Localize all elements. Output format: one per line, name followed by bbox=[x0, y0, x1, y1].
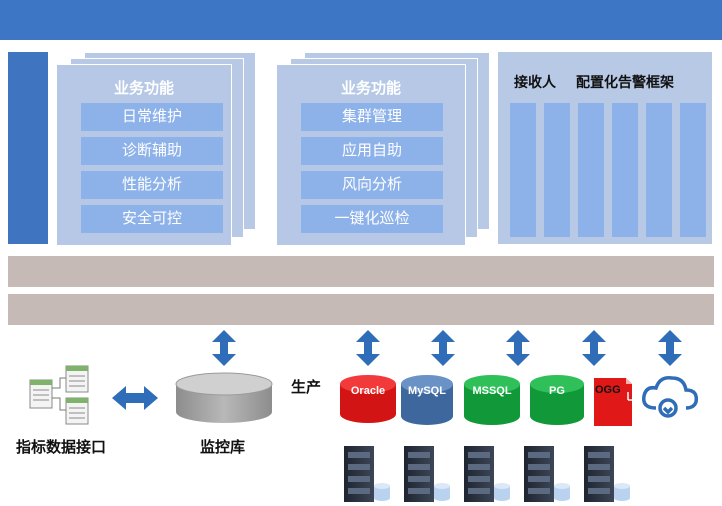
ogg-label: OGG bbox=[595, 384, 621, 396]
vertical-arrows bbox=[212, 330, 682, 366]
arrow-oracle bbox=[356, 330, 380, 366]
monitoring-db-label: 监控库 bbox=[200, 439, 246, 456]
pg-database-icon bbox=[530, 375, 584, 425]
left-side-bar bbox=[8, 52, 48, 244]
middle-layer-band-2 bbox=[8, 294, 714, 325]
pg-label: PG bbox=[549, 385, 565, 397]
alert-framework-title: 配置化告警框架 bbox=[576, 74, 674, 90]
bottom-architecture-graphic bbox=[29, 330, 699, 502]
business-functions-panel-b: 业务功能 集群管理 应用自助 风向分析 一键化巡检 bbox=[276, 64, 466, 246]
server-1 bbox=[344, 446, 390, 502]
alert-column-4 bbox=[612, 103, 638, 237]
arrow-mssql bbox=[506, 330, 530, 366]
panel-a-item-1: 日常维护 bbox=[81, 103, 223, 131]
panel-b-item-1: 集群管理 bbox=[301, 103, 443, 131]
receiver-label: 接收人 bbox=[514, 74, 556, 90]
arrow-cloud bbox=[658, 330, 682, 366]
documents-icon bbox=[29, 365, 89, 425]
panel-a-title: 业务功能 bbox=[113, 80, 174, 97]
alert-column-1 bbox=[510, 103, 536, 237]
server-5 bbox=[584, 446, 630, 502]
oracle-database-icon bbox=[340, 375, 396, 423]
mysql-database-icon bbox=[401, 375, 453, 425]
server-3 bbox=[464, 446, 510, 502]
horizontal-double-arrow bbox=[112, 386, 158, 410]
panel-b-item-3: 风向分析 bbox=[301, 171, 443, 199]
monitoring-database-cylinder bbox=[175, 372, 273, 423]
mssql-label: MSSQL bbox=[472, 385, 512, 397]
panel-a-item-3: 性能分析 bbox=[81, 171, 223, 199]
production-label: 生产 bbox=[291, 379, 322, 396]
server-4 bbox=[524, 446, 570, 502]
arrow-mysql bbox=[431, 330, 455, 366]
metrics-interface-label: 指标数据接口 bbox=[16, 439, 107, 456]
server-rack-icons bbox=[344, 446, 630, 502]
panel-b-item-2: 应用自助 bbox=[301, 137, 443, 165]
alert-column-6 bbox=[680, 103, 706, 237]
oracle-label: Oracle bbox=[350, 385, 386, 397]
panel-a-item-2: 诊断辅助 bbox=[81, 137, 223, 165]
mssql-database-icon bbox=[464, 375, 520, 425]
cloud-sync-icon bbox=[642, 375, 699, 418]
panel-b-item-4: 一键化巡检 bbox=[301, 205, 443, 233]
middle-layer-band-1 bbox=[8, 256, 714, 287]
alert-column-5 bbox=[646, 103, 672, 237]
business-functions-panel-a: 业务功能 日常维护 诊断辅助 性能分析 安全可控 bbox=[56, 64, 232, 246]
top-header-bar bbox=[0, 0, 722, 40]
alert-column-3 bbox=[578, 103, 604, 237]
server-2 bbox=[404, 446, 450, 502]
ogg-document-icon bbox=[594, 378, 632, 426]
arrow-pg bbox=[582, 330, 606, 366]
mysql-label: MySQL bbox=[408, 385, 446, 397]
panel-b-title: 业务功能 bbox=[340, 80, 401, 97]
panel-a-item-4: 安全可控 bbox=[81, 205, 223, 233]
alert-column-2 bbox=[544, 103, 570, 237]
arrow-monitor-db bbox=[212, 330, 236, 366]
